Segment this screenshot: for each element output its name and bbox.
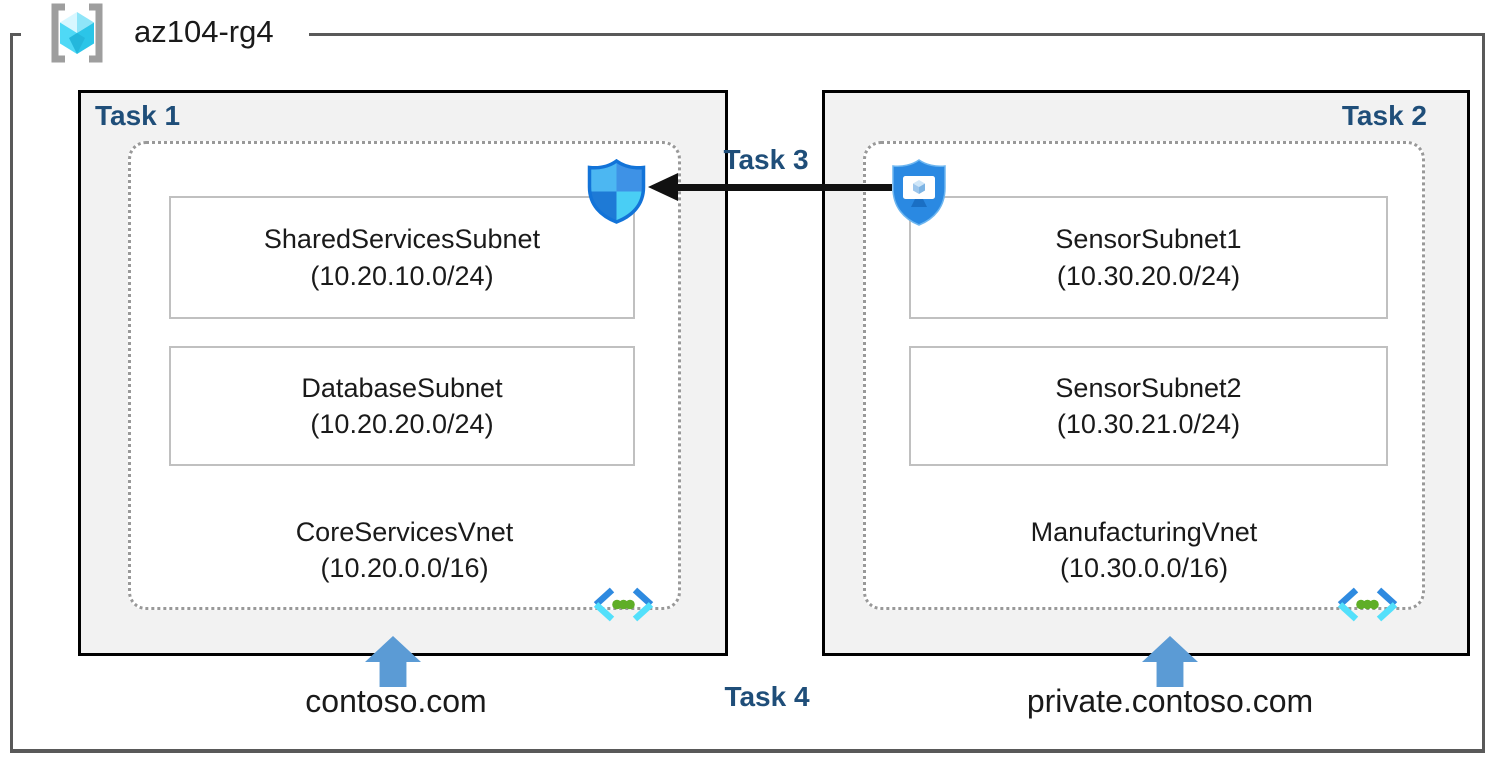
vnet-cidr: (10.20.0.0/16) xyxy=(320,553,489,584)
subnet-cidr: (10.20.20.0/24) xyxy=(310,409,494,439)
contoso-domain-label: contoso.com xyxy=(305,683,487,719)
resource-group-name: az104-rg4 xyxy=(134,14,274,49)
database-subnet-box: DatabaseSubnet (10.20.20.0/24) xyxy=(169,346,635,466)
manufacturing-vnet-label: ManufacturingVnet (10.30.0.0/16) xyxy=(866,514,1422,587)
core-services-vnet-box: SharedServicesSubnet (10.20.10.0/24) Dat… xyxy=(128,141,681,622)
sensor-subnet1-box: SensorSubnet1 (10.30.20.0/24) xyxy=(909,196,1388,319)
task3-label: Task 3 xyxy=(723,144,809,175)
network-security-group-icon xyxy=(587,158,646,224)
subnet-name: SharedServicesSubnet xyxy=(263,224,541,255)
resource-group-icon xyxy=(44,2,110,64)
task2-label: Task 2 xyxy=(1341,100,1427,131)
subnet-cidr: (10.30.20.0/24) xyxy=(1056,260,1241,291)
virtual-network-icon xyxy=(1334,587,1401,623)
shared-services-subnet-box: SharedServicesSubnet (10.20.10.0/24) xyxy=(169,196,635,319)
vnet-name: ManufacturingVnet xyxy=(1030,517,1258,547)
vnet-name: CoreServicesVnet xyxy=(295,517,514,547)
virtual-network-icon xyxy=(590,587,657,623)
task2-box: Task 2 SensorSubnet1 (10.30.20.0/24) Sen… xyxy=(822,90,1470,656)
vnet-cidr: (10.30.0.0/16) xyxy=(1059,553,1229,584)
task1-label: Task 1 xyxy=(95,100,181,131)
manufacturing-vnet-box: SensorSubnet1 (10.30.20.0/24) SensorSubn… xyxy=(863,141,1425,622)
subnet-name: SensorSubnet2 xyxy=(1055,372,1242,403)
subnet-cidr: (10.20.10.0/24) xyxy=(310,260,494,291)
private-contoso-domain-label: private.contoso.com xyxy=(1026,683,1314,719)
subnet-name: SensorSubnet1 xyxy=(1055,224,1242,255)
task3-arrow-head xyxy=(648,173,678,201)
task1-box: Task 1 SharedServicesSubnet (10.20.10.0/… xyxy=(78,90,728,656)
resource-group-frame xyxy=(10,33,1485,753)
task4-label: Task 4 xyxy=(724,681,810,712)
task3-arrow-shaft xyxy=(676,184,892,191)
core-services-vnet-label: CoreServicesVnet (10.20.0.0/16) xyxy=(131,514,678,587)
subnet-name: DatabaseSubnet xyxy=(301,372,503,403)
bastion-shield-icon xyxy=(890,158,948,227)
sensor-subnet2-box: SensorSubnet2 (10.30.21.0/24) xyxy=(909,346,1388,466)
subnet-cidr: (10.30.21.0/24) xyxy=(1056,409,1241,439)
